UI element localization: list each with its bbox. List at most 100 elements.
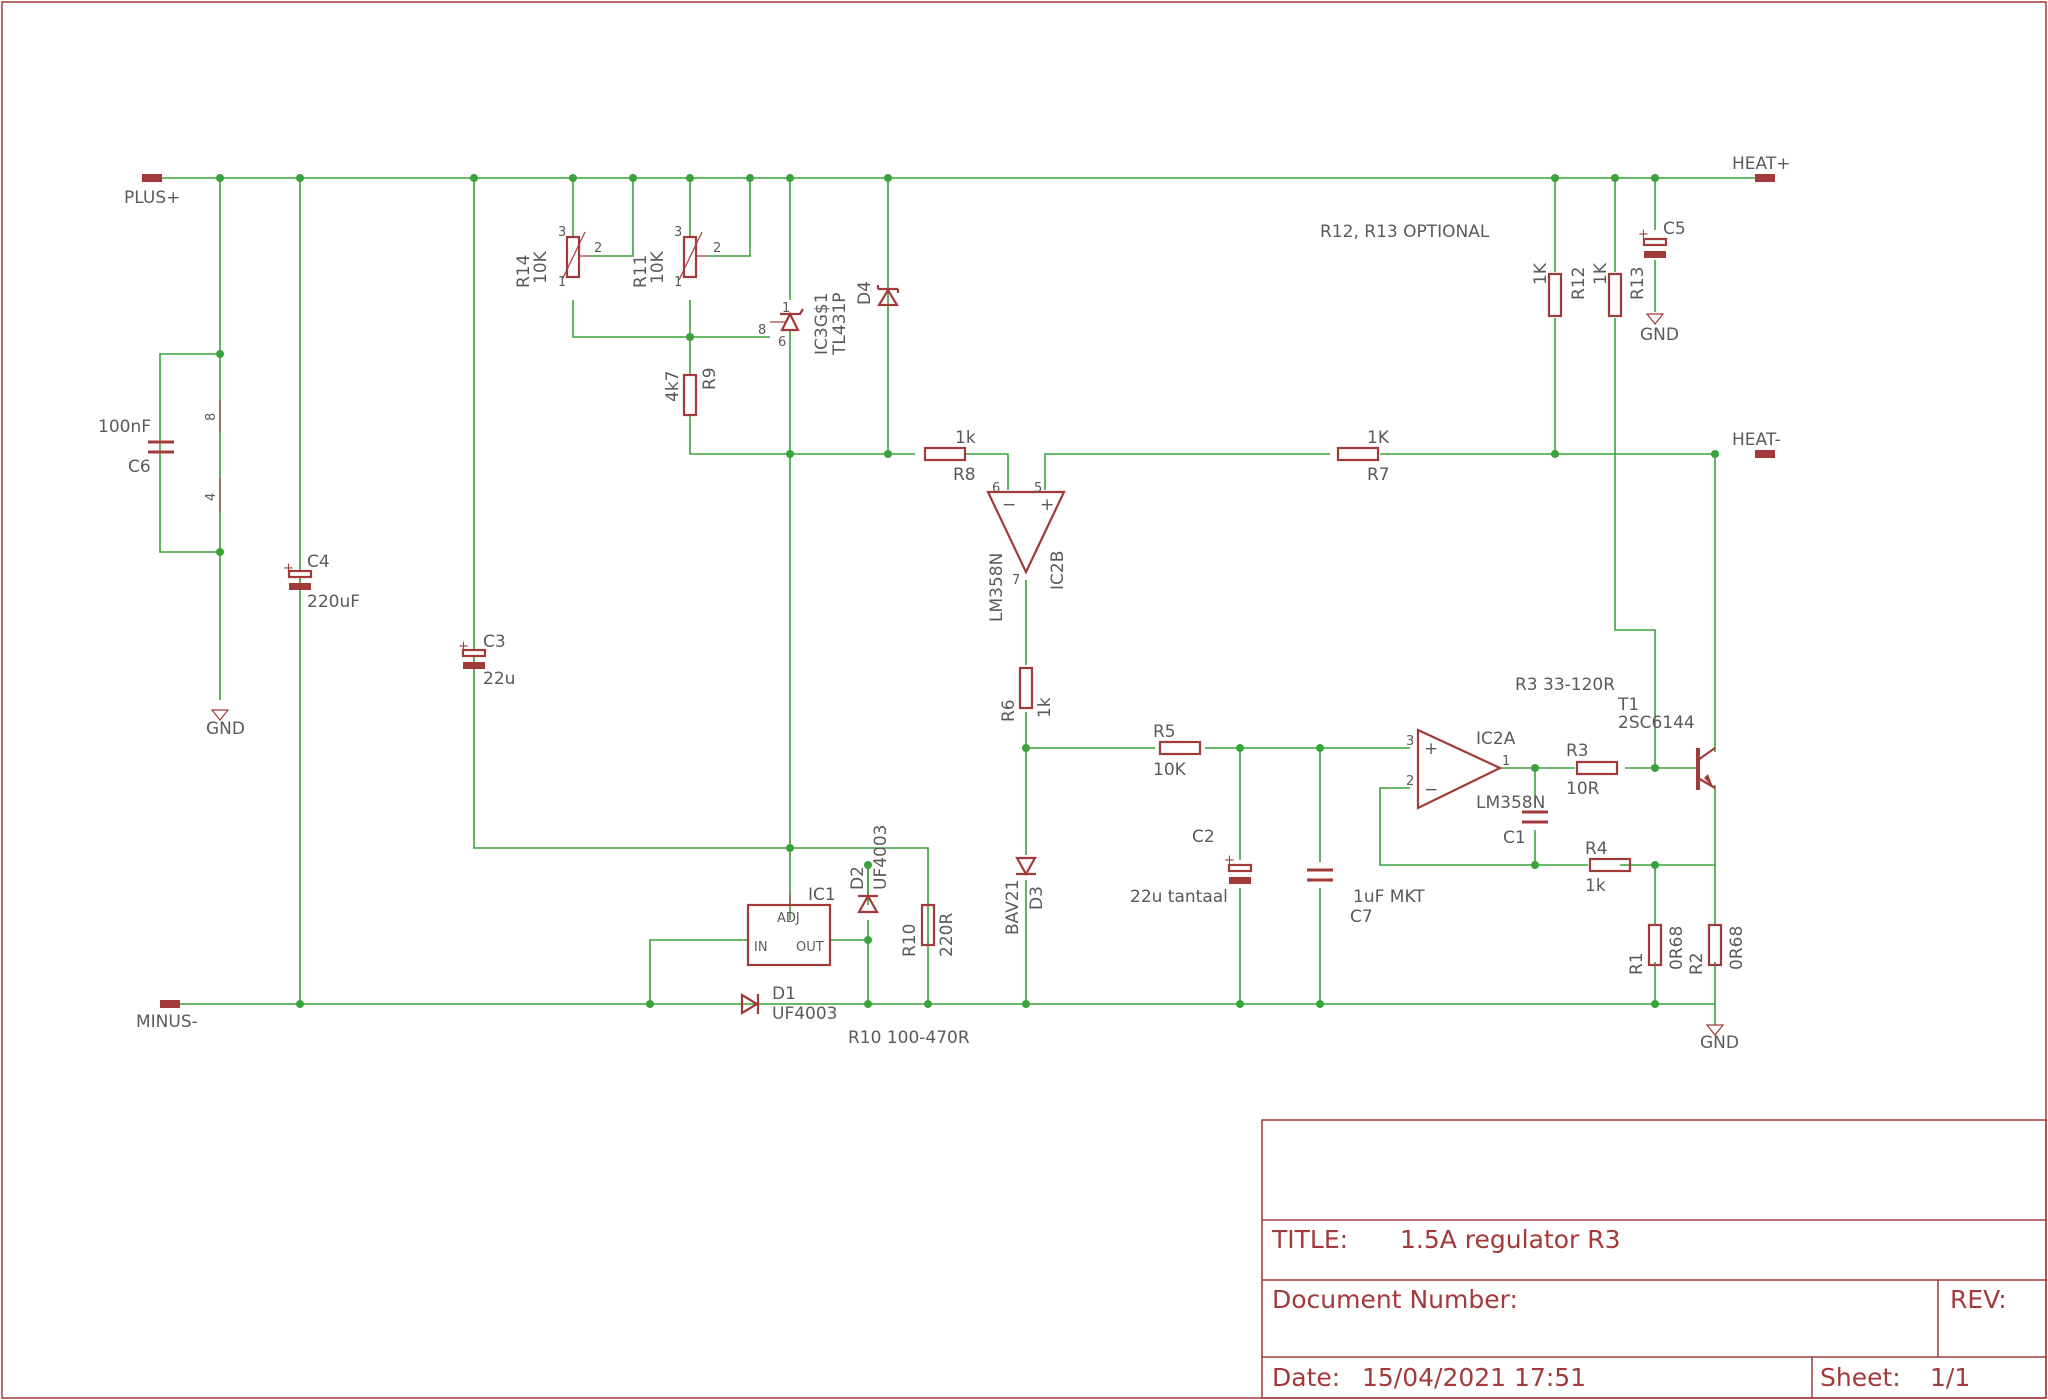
c2-capacitor: + C2 22u tantaal xyxy=(1130,827,1253,907)
svg-text:6: 6 xyxy=(778,335,786,350)
c7-capacitor: 1uF MKT C7 xyxy=(1307,868,1425,927)
svg-text:LM358N: LM358N xyxy=(1476,793,1545,813)
heat-plus-pad xyxy=(1755,174,1775,182)
gnd-symbol-t1: GND xyxy=(1700,1024,1739,1053)
minus-label: MINUS- xyxy=(136,1012,198,1032)
svg-text:2: 2 xyxy=(594,241,602,256)
svg-text:1k: 1k xyxy=(1035,697,1055,718)
title-value: 1.5A regulator R3 xyxy=(1400,1225,1621,1254)
note-r10-range: R10 100-470R xyxy=(848,1028,970,1048)
svg-text:1: 1 xyxy=(1502,754,1510,769)
svg-text:0R68: 0R68 xyxy=(1667,926,1687,970)
svg-text:R7: R7 xyxy=(1367,465,1390,485)
svg-text:10R: 10R xyxy=(1566,779,1600,799)
heat-plus-label: HEAT+ xyxy=(1732,154,1790,174)
gnd-symbol: GND xyxy=(206,709,245,739)
r1-resistor: R1 0R68 xyxy=(1627,923,1687,975)
svg-text:C3: C3 xyxy=(483,632,506,652)
c4-capacitor: + C4 220uF xyxy=(283,552,360,612)
svg-text:22u tantaal: 22u tantaal xyxy=(1130,887,1228,907)
svg-text:IC2B: IC2B xyxy=(1048,551,1068,590)
svg-text:R5: R5 xyxy=(1153,722,1176,742)
svg-text:1K: 1K xyxy=(1367,428,1390,448)
svg-text:R12: R12 xyxy=(1569,267,1589,300)
svg-text:C4: C4 xyxy=(307,552,330,572)
svg-text:R1: R1 xyxy=(1627,952,1647,975)
svg-text:IN: IN xyxy=(754,940,768,955)
plus-pad xyxy=(142,174,162,182)
docnum-label: Document Number: xyxy=(1272,1285,1518,1314)
svg-text:10K: 10K xyxy=(1153,760,1187,780)
svg-text:10K: 10K xyxy=(531,250,551,284)
svg-text:D2: D2 xyxy=(848,866,868,890)
svg-text:UF4003: UF4003 xyxy=(871,825,891,891)
svg-text:220R: 220R xyxy=(937,913,957,957)
ic2-power-pins: 8 4 xyxy=(204,400,221,512)
svg-text:2: 2 xyxy=(1406,774,1414,789)
svg-text:1K: 1K xyxy=(1531,262,1551,285)
svg-text:3: 3 xyxy=(1406,734,1414,749)
svg-text:T1: T1 xyxy=(1617,695,1639,715)
svg-text:UF4003: UF4003 xyxy=(772,1004,838,1024)
svg-text:1: 1 xyxy=(674,275,682,290)
title-label: TITLE: xyxy=(1271,1225,1348,1254)
svg-text:D3: D3 xyxy=(1027,886,1047,910)
svg-text:2: 2 xyxy=(713,241,721,256)
c3-capacitor: + C3 22u xyxy=(458,632,515,689)
svg-text:1uF MKT: 1uF MKT xyxy=(1353,887,1425,907)
svg-text:D4: D4 xyxy=(855,281,875,305)
rev-label: REV: xyxy=(1950,1285,2007,1314)
minus-pad xyxy=(160,1000,180,1008)
svg-text:C7: C7 xyxy=(1350,907,1373,927)
t1-transistor: T1 2SC6144 xyxy=(1617,695,1716,790)
svg-text:1: 1 xyxy=(782,301,790,316)
svg-text:6: 6 xyxy=(992,481,1000,496)
svg-text:D1: D1 xyxy=(772,984,796,1004)
svg-text:1: 1 xyxy=(558,275,566,290)
svg-text:+: + xyxy=(283,561,294,576)
svg-text:−: − xyxy=(1424,780,1438,800)
r12-resistor: 1K R12 xyxy=(1531,262,1589,318)
svg-text:BAV21: BAV21 xyxy=(1003,880,1023,935)
ic1-regulator: ADJ IN OUT IC1 xyxy=(746,885,836,967)
svg-text:TL431P: TL431P xyxy=(830,292,850,356)
svg-text:R14: R14 xyxy=(514,255,534,288)
r13-resistor: 1K R13 xyxy=(1591,262,1648,318)
r7-resistor: 1K R7 xyxy=(1336,428,1390,485)
date-label: Date: xyxy=(1272,1363,1340,1392)
svg-text:+: + xyxy=(1638,227,1649,242)
svg-text:1k: 1k xyxy=(1585,876,1606,896)
svg-text:ADJ: ADJ xyxy=(777,911,800,926)
note-r3-range: R3 33-120R xyxy=(1515,675,1615,695)
svg-text:R6: R6 xyxy=(999,699,1019,722)
svg-text:GND: GND xyxy=(1640,325,1679,345)
r2-resistor: R2 0R68 xyxy=(1687,923,1747,975)
r14-potentiometer: 3 2 1 R14 10K xyxy=(514,225,602,290)
svg-text:1K: 1K xyxy=(1591,262,1611,285)
svg-text:+: + xyxy=(1424,739,1438,759)
c5-capacitor: + C5 GND xyxy=(1638,219,1686,345)
note-optional: R12, R13 OPTIONAL xyxy=(1320,222,1490,242)
d2-diode: D2 UF4003 xyxy=(848,825,891,914)
svg-text:R4: R4 xyxy=(1585,839,1608,859)
date-value: 15/04/2021 17:51 xyxy=(1362,1363,1586,1392)
svg-text:−: − xyxy=(1002,495,1016,515)
r6-resistor: R6 1k xyxy=(999,666,1055,722)
svg-text:+: + xyxy=(1224,853,1235,868)
svg-text:8: 8 xyxy=(204,413,219,421)
svg-text:0R68: 0R68 xyxy=(1727,926,1747,970)
svg-text:C2: C2 xyxy=(1192,827,1215,847)
svg-text:LM358N: LM358N xyxy=(987,553,1007,622)
svg-text:GND: GND xyxy=(206,719,245,739)
svg-text:IC2A: IC2A xyxy=(1476,729,1516,749)
d1-diode: D1 UF4003 xyxy=(740,984,838,1024)
svg-text:1k: 1k xyxy=(955,428,976,448)
ic3-tl431: 8 1 6 IC3G$1 TL431P xyxy=(758,292,850,356)
r10-resistor: R10 220R xyxy=(900,903,957,957)
svg-text:OUT: OUT xyxy=(796,940,824,955)
svg-text:3: 3 xyxy=(674,225,682,240)
junctions xyxy=(216,174,1719,1008)
svg-text:C6: C6 xyxy=(128,457,151,477)
